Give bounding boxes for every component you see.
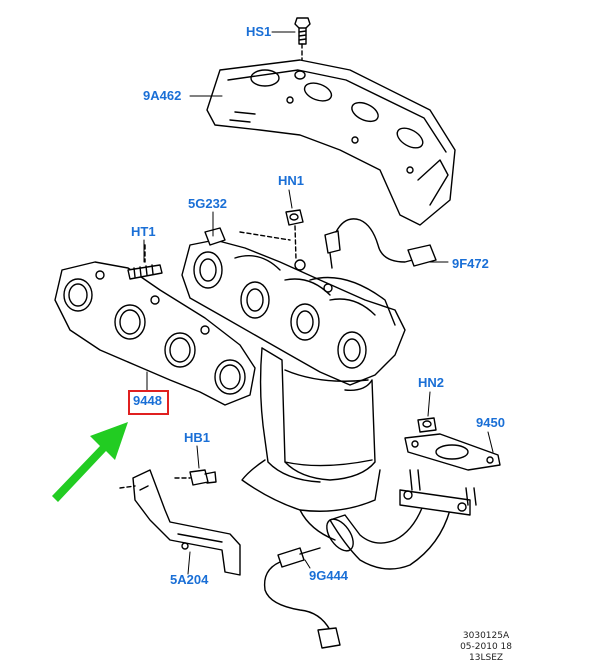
- label-ht1: HT1: [131, 224, 156, 239]
- exhaust-manifold: [181, 227, 406, 386]
- support-bracket: [119, 469, 241, 576]
- reference-suffix: 13LSEZ: [469, 653, 504, 663]
- label-9448: 9448: [133, 393, 162, 408]
- outlet-pipe: [326, 469, 477, 570]
- heat-shield: [206, 59, 456, 226]
- catalytic-converter: [241, 347, 381, 541]
- flange-gasket: [404, 433, 501, 471]
- label-9g444: 9G444: [309, 568, 349, 583]
- label-5a204: 5A204: [170, 572, 209, 587]
- label-hn2: HN2: [418, 375, 445, 390]
- reference-date: 05-2010 18: [460, 642, 512, 652]
- label-9a462: 9A462: [143, 88, 182, 103]
- label-5g232: 5G232: [188, 196, 228, 211]
- leader-lines: [143, 31, 494, 575]
- label-hn1: HN1: [278, 173, 305, 188]
- pointer-arrow: [52, 422, 128, 502]
- diagram-reference: 3030125A 05-2010 18 13LSEZ: [460, 631, 512, 664]
- bolt-hb1: [174, 469, 217, 486]
- highlight-box-9448: [128, 390, 169, 415]
- nut-hn2: [417, 417, 437, 433]
- label-hs1: HS1: [246, 24, 272, 39]
- stud-ht1: [127, 244, 163, 280]
- nut-hn1: [285, 209, 304, 261]
- label-9f472: 9F472: [452, 256, 489, 271]
- reference-code: 3030125A: [462, 631, 510, 641]
- upstream-oxygen-sensor: [324, 218, 437, 269]
- manifold-gasket: [54, 261, 256, 406]
- bolt-hs1: [294, 17, 311, 61]
- label-hb1: HB1: [184, 430, 211, 445]
- label-9450: 9450: [476, 415, 505, 430]
- downstream-oxygen-sensor: [263, 547, 341, 649]
